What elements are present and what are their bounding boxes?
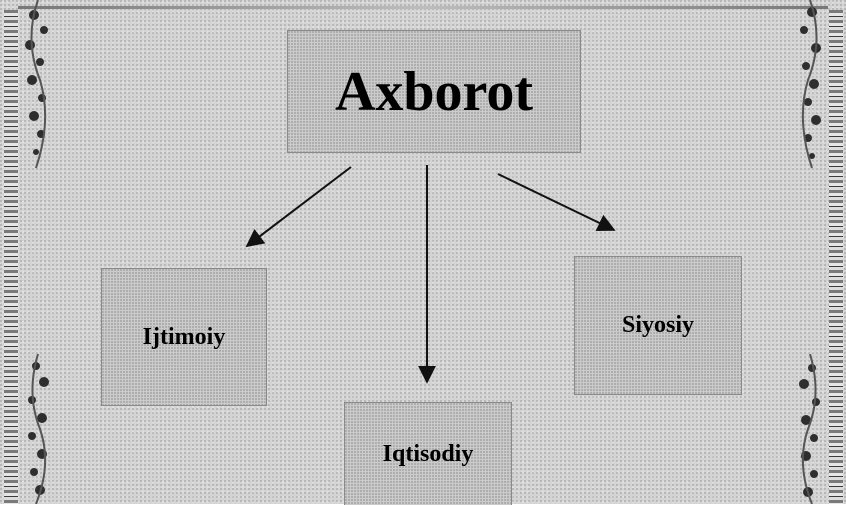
- floral-ornament-icon: [25, 0, 48, 169]
- root-node: Axborot: [287, 30, 581, 153]
- frame-top-border: [18, 6, 828, 9]
- frame-left-border: [4, 10, 18, 504]
- floral-ornament-icon: [800, 0, 821, 169]
- floral-ornament-icon: [28, 354, 49, 504]
- arrow-to-siyosiy: [497, 173, 616, 232]
- floral-ornament-icon: [799, 354, 820, 504]
- child-node-ijtimoiy: Ijtimoiy: [101, 268, 267, 406]
- frame-right-border: [829, 10, 843, 504]
- child-node-iqtisodiy: Iqtisodiy: [344, 402, 512, 505]
- child-node-siyosiy: Siyosiy: [574, 256, 742, 395]
- arrow-to-ijtimoiy: [245, 166, 352, 248]
- child-node-label: Siyosiy: [621, 312, 695, 338]
- child-node-label: Ijtimoiy: [142, 323, 226, 350]
- root-node-label: Axborot: [334, 60, 534, 123]
- child-node-label: Iqtisodiy: [382, 440, 474, 467]
